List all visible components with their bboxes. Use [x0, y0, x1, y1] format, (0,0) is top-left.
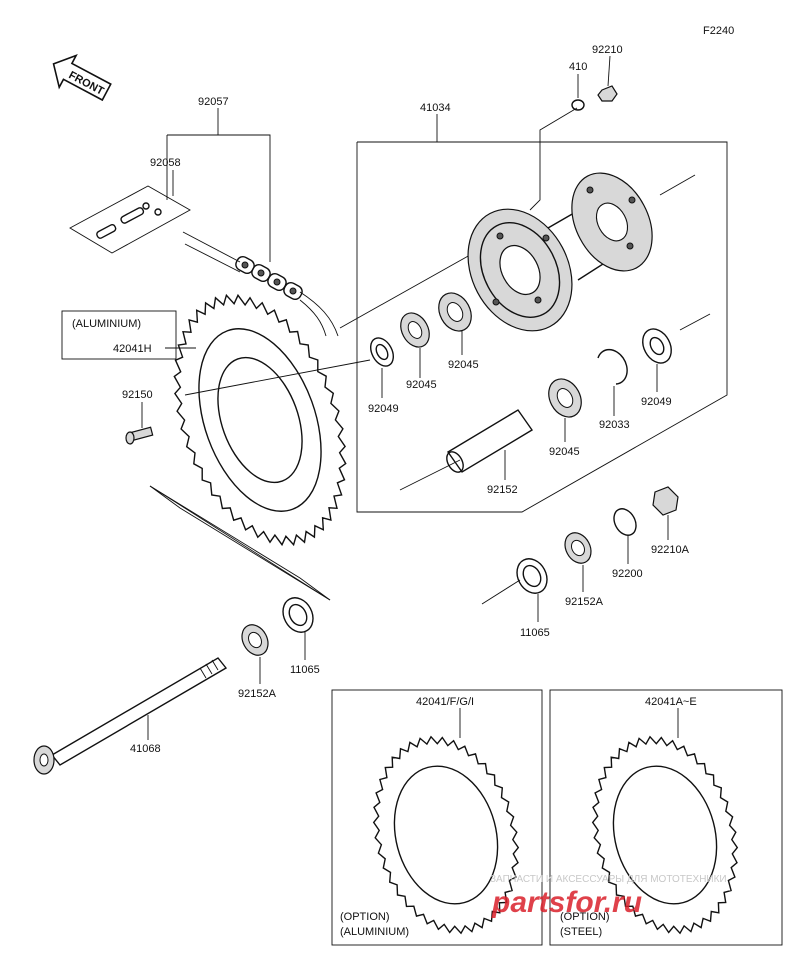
label-42041H: 42041H — [113, 343, 152, 355]
option-box-steel — [549, 689, 783, 946]
label-11065-left: 11065 — [290, 664, 320, 676]
washer-410 — [571, 99, 585, 111]
bolt-92150 — [125, 426, 154, 445]
aluminium-box — [61, 310, 177, 360]
drive-chain — [182, 231, 339, 337]
collar-92152A-right — [564, 532, 592, 564]
label-92150: 92150 — [122, 389, 153, 401]
label-92049-left: 92049 — [368, 403, 399, 415]
sprocket-42041FGI — [372, 735, 520, 935]
watermark-brand: partsfor.ru — [491, 886, 642, 919]
label-92152A-right: 92152A — [565, 596, 604, 608]
label-aluminium: (ALUMINIUM) — [72, 318, 141, 330]
figure-code: F2240 — [703, 25, 734, 37]
hub-assembly-frame — [356, 141, 728, 513]
label-42041FGI: 42041/F/G/I — [416, 696, 474, 708]
label-option-1-line1: (OPTION) — [340, 911, 390, 923]
label-92057: 92057 — [198, 96, 229, 108]
bearing-92045-b — [438, 292, 472, 332]
axle-41068 — [33, 657, 228, 775]
label-92049-right: 92049 — [641, 396, 672, 408]
label-92045-b: 92045 — [448, 359, 479, 371]
seal-11065-left — [282, 597, 314, 633]
label-92152: 92152 — [487, 484, 518, 496]
label-92152A-left: 92152A — [238, 688, 277, 700]
option-box-aluminium — [331, 689, 543, 946]
collar-92152A-left — [241, 624, 269, 656]
label-41034: 41034 — [420, 102, 451, 114]
seal-11065-right — [516, 558, 548, 594]
label-option-2-line1: (OPTION) — [560, 911, 610, 923]
label-410: 410 — [569, 61, 587, 73]
rear-hub — [467, 107, 653, 332]
front-arrow-icon: FRONT — [52, 54, 112, 102]
link-clip — [120, 207, 145, 224]
label-42041AE: 42041A~E — [645, 696, 697, 708]
link-plate — [96, 224, 117, 239]
sprocket-42041AE — [591, 735, 739, 935]
label-11065-right: 11065 — [520, 627, 550, 639]
label-41068: 41068 — [130, 743, 161, 755]
label-92210: 92210 — [592, 44, 623, 56]
label-option-1-line2: (ALUMINIUM) — [340, 926, 409, 938]
master-link-box — [69, 185, 191, 254]
label-option-2-line2: (STEEL) — [560, 926, 602, 938]
bearing-92045-c — [548, 378, 582, 418]
nut-92210A — [652, 486, 679, 516]
washer-92200 — [613, 508, 637, 536]
label-92045-a: 92045 — [406, 379, 437, 391]
watermark-tagline: ЗАПЧАСТИ И АКСЕССУАРЫ ДЛЯ МОТОТЕХНИКИ — [490, 874, 727, 885]
bearing-92045-a — [400, 312, 430, 348]
seal-92049-left — [370, 337, 394, 367]
nut-92210 — [597, 85, 618, 102]
label-92058: 92058 — [150, 157, 181, 169]
label-92033: 92033 — [599, 419, 630, 431]
bracket-92057 — [167, 134, 271, 262]
label-92045-c: 92045 — [549, 446, 580, 458]
sprocket-42041H — [173, 293, 347, 547]
label-92200: 92200 — [612, 568, 643, 580]
circlip-92033 — [597, 348, 628, 385]
spacer-92152 — [446, 409, 534, 473]
seal-92049-right — [642, 328, 672, 364]
label-92210A: 92210A — [651, 544, 690, 556]
